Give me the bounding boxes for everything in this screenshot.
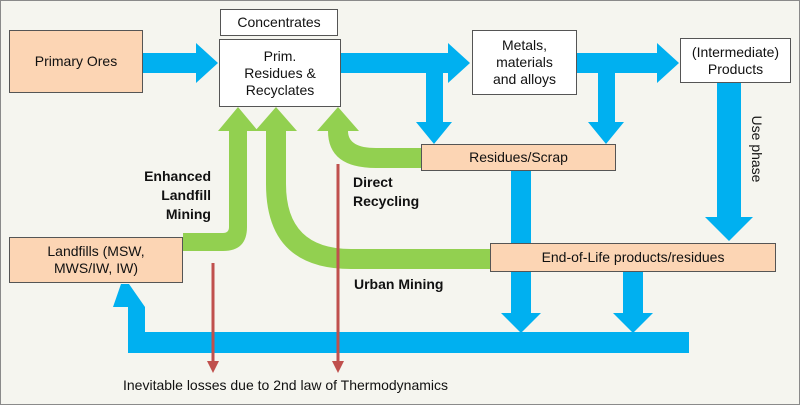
- arrow-prim-to-metals: [341, 43, 470, 83]
- arrow-return-to-landfills: [113, 284, 689, 353]
- node-prim-residues-line2: Residues &: [244, 64, 316, 81]
- node-concentrates: Concentrates: [220, 9, 338, 36]
- arrow-enhanced-landfill-mining: [183, 107, 258, 251]
- label-urban-mining: Urban Mining: [354, 276, 444, 292]
- node-prim-residues-line3: Recyclates: [245, 81, 315, 98]
- arrow-ores-to-prim: [143, 43, 218, 83]
- node-prim-residues-line1: Prim.: [263, 47, 297, 64]
- node-primary-ores: Primary Ores: [9, 30, 143, 93]
- node-metals-line3: and alloys: [492, 71, 557, 87]
- label-direct-recycling: Direct Recycling: [353, 173, 419, 211]
- node-primary-ores-label: Primary Ores: [34, 53, 118, 69]
- label-use-phase: Use phase: [749, 115, 765, 183]
- label-enhanced-landfill-mining: Enhanced Landfill Mining: [121, 167, 211, 224]
- arrow-urban-mining: [255, 107, 491, 269]
- node-prim-residues: Prim. Residues & Recyclates: [219, 39, 341, 107]
- arrow-direct-recycling: [317, 107, 421, 168]
- node-residues-scrap: Residues/Scrap: [421, 144, 616, 171]
- arrow-metals-to-products: [577, 43, 679, 83]
- label-enhanced-line3: Mining: [165, 206, 211, 222]
- node-end-of-life: End-of-Life products/residues: [490, 243, 776, 272]
- node-products-line1: (Intermediate): [691, 43, 780, 60]
- node-products: (Intermediate) Products: [680, 38, 791, 83]
- node-products-line2: Products: [707, 60, 764, 77]
- node-metals-line2: materials: [496, 54, 553, 70]
- node-landfills: Landfills (MSW, MWS/IW, IW): [9, 237, 183, 283]
- node-concentrates-label: Concentrates: [237, 14, 321, 30]
- loss-arrowhead-recycling: [332, 361, 344, 373]
- node-landfills-line2: MWS/IW, IW): [54, 260, 138, 276]
- arrow-trunk-to-scrap-right: [588, 73, 624, 144]
- loss-arrowhead-landfill: [207, 361, 219, 373]
- label-enhanced-line1: Enhanced: [144, 168, 211, 184]
- arrow-use-phase: [705, 83, 753, 241]
- node-end-of-life-label: End-of-Life products/residues: [541, 249, 725, 265]
- label-direct-line2: Recycling: [353, 193, 420, 209]
- arrow-trunk-to-scrap-left: [416, 73, 452, 144]
- label-losses: Inevitable losses due to 2nd law of Ther…: [123, 377, 449, 393]
- node-metals: Metals, materials and alloys: [472, 30, 577, 95]
- label-direct-line1: Direct: [353, 174, 393, 190]
- node-metals-line1: Metals,: [501, 37, 548, 53]
- label-enhanced-line2: Landfill: [161, 187, 211, 203]
- arrow-eol-down: [613, 272, 653, 333]
- node-landfills-line1: Landfills (MSW,: [47, 243, 145, 259]
- node-residues-scrap-label: Residues/Scrap: [469, 149, 568, 165]
